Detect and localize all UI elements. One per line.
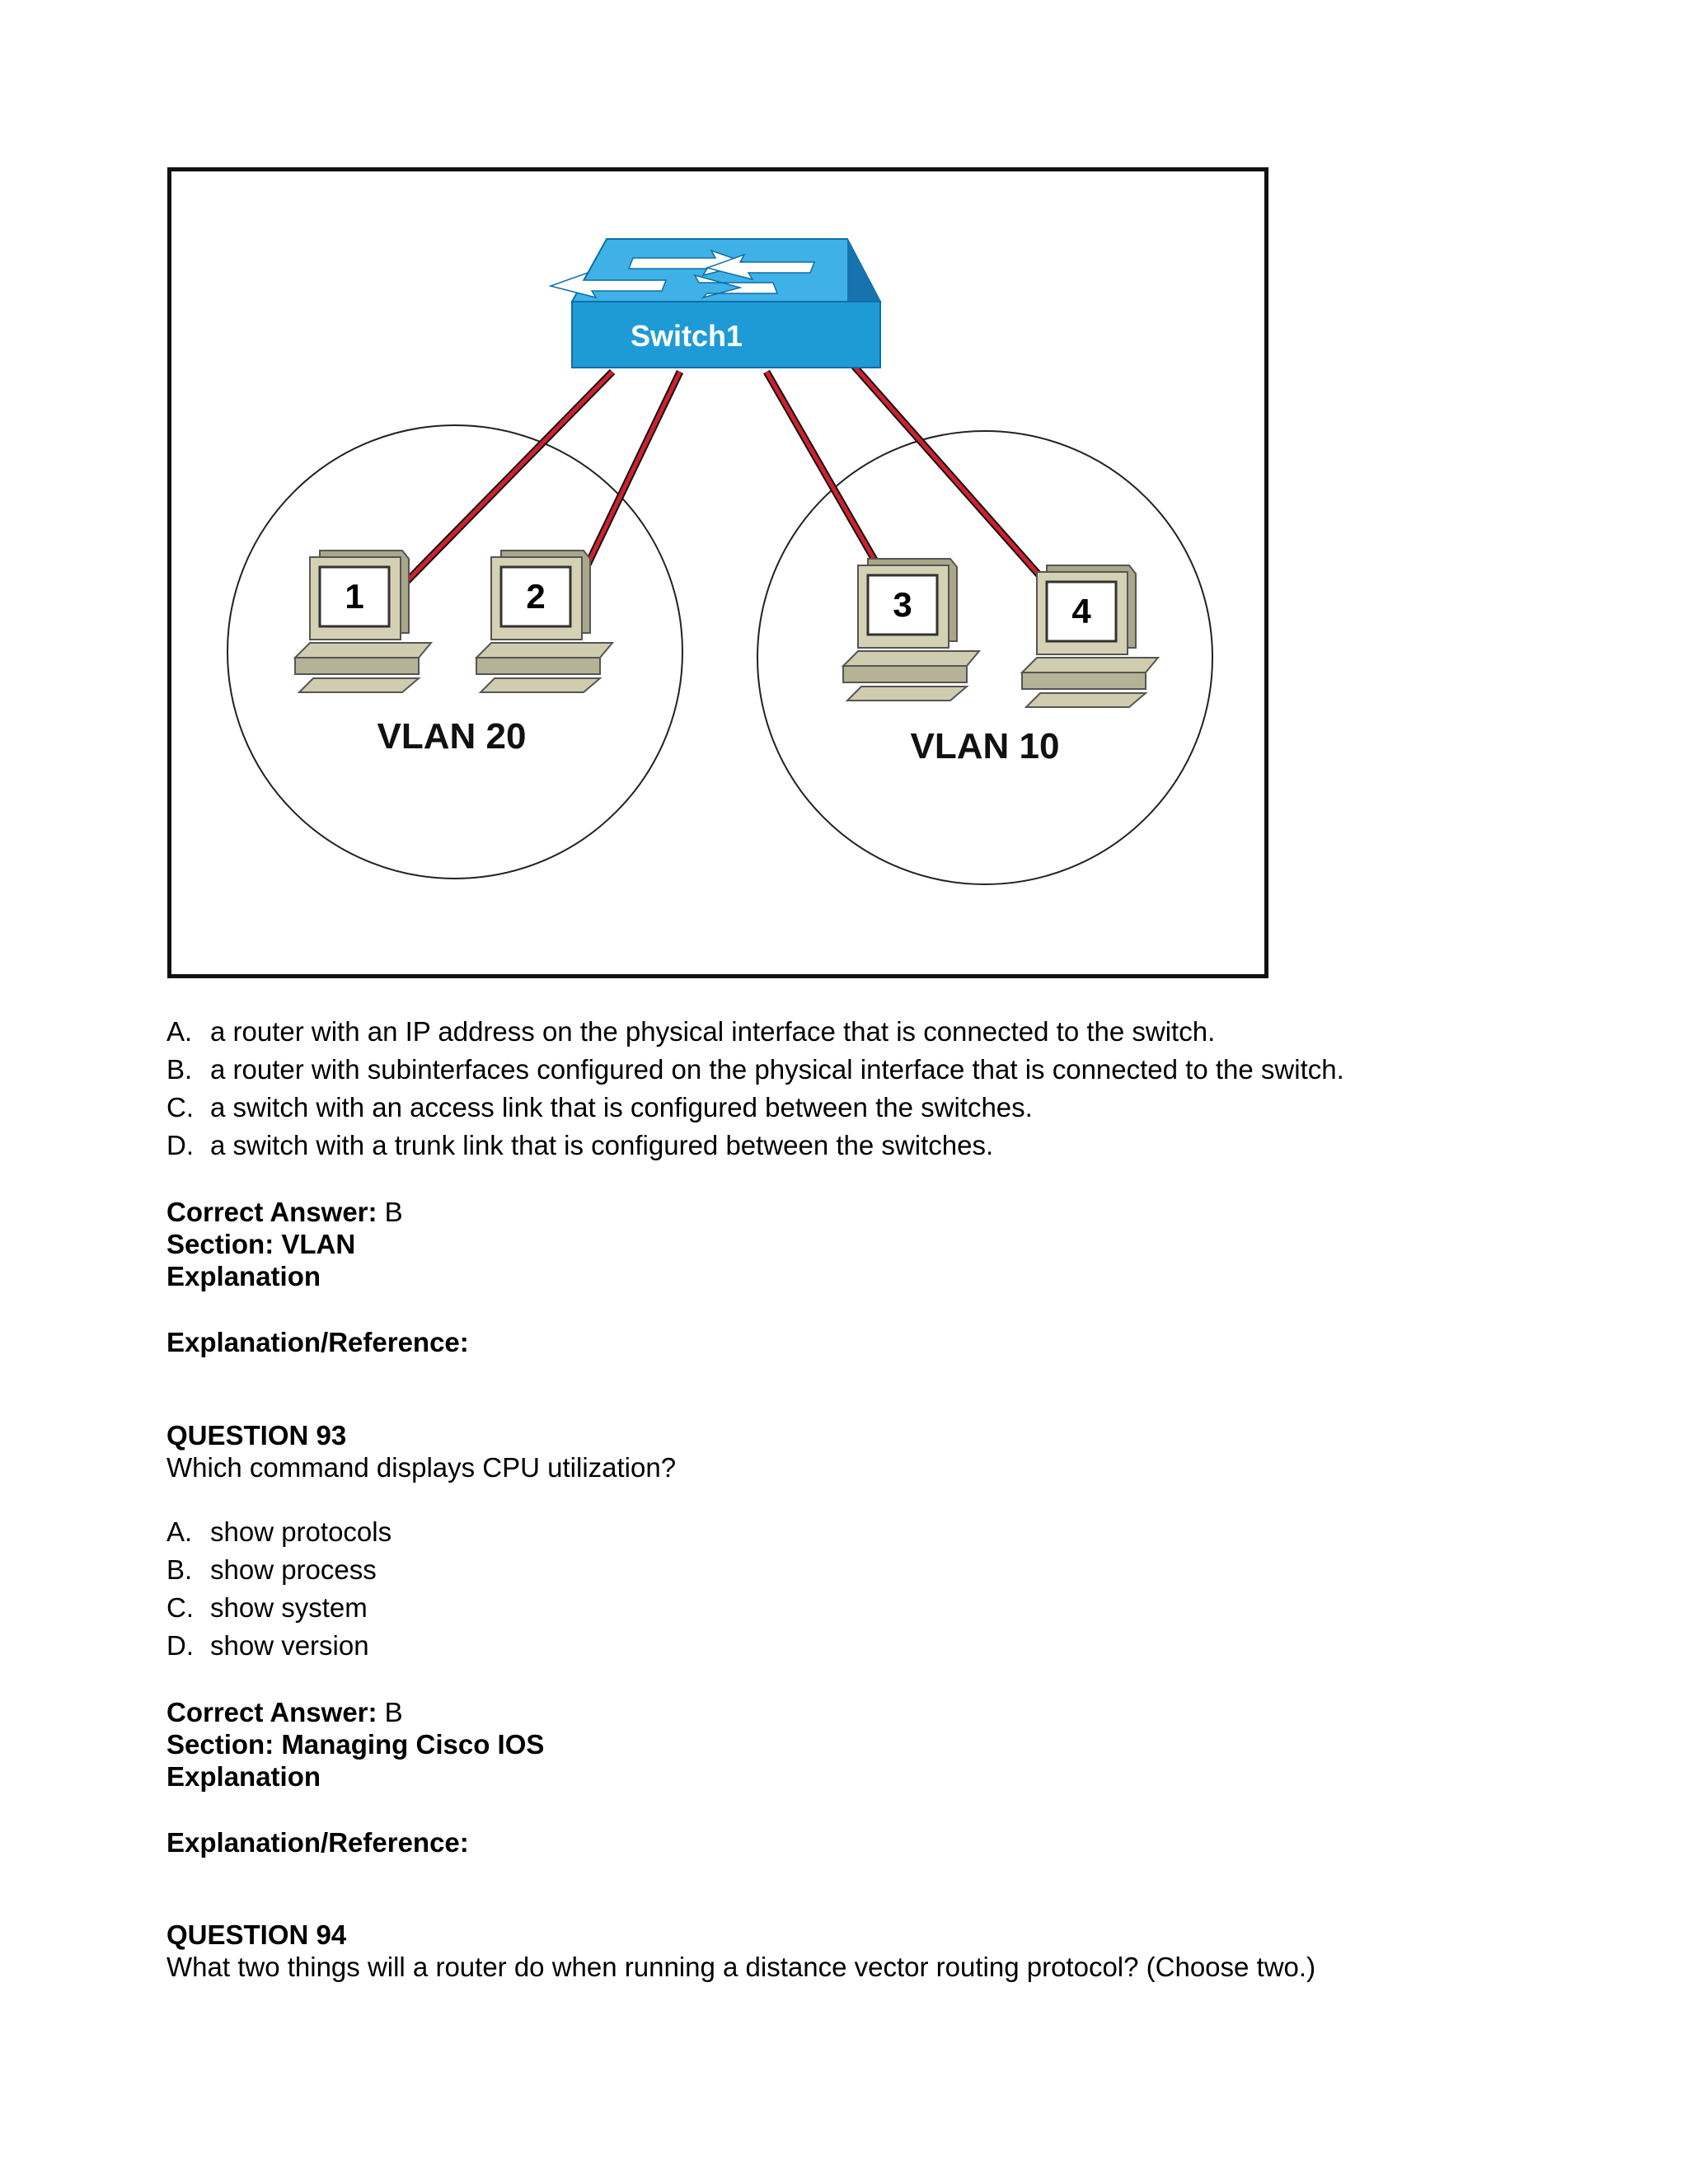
q92-reference: Explanation/Reference: [166,1324,469,1361]
host-3-icon: 3 [843,559,979,701]
q93-option-d: D. show version [166,1627,392,1665]
host-4-label: 4 [1071,592,1091,630]
host-1-icon: 1 [295,551,431,692]
q92-correct-answer: Correct Answer: B [166,1196,403,1228]
host-2-label: 2 [526,577,545,616]
q93-correct-answer: Correct Answer: B [166,1696,544,1728]
q93-header: QUESTION 93 Which command displays CPU u… [166,1419,676,1483]
network-diagram: Switch1 1 2 3 [167,167,1268,978]
vlan-10-label: VLAN 10 [911,726,1060,766]
q94-title: QUESTION 94 [166,1919,1315,1951]
q93-reference: Explanation/Reference: [166,1824,469,1862]
host-2-icon: 2 [476,551,612,692]
q93-section: Section: Managing Cisco IOS [166,1728,544,1760]
q93-title: QUESTION 93 [166,1419,676,1451]
q92-option-a: A. a router with an IP address on the ph… [166,1013,1344,1051]
q92-section: Section: VLAN [166,1228,403,1260]
links [405,344,1045,583]
q93-option-c: C. show system [166,1589,392,1627]
q94-question: What two things will a router do when ru… [166,1951,1315,1983]
host-1-label: 1 [345,577,363,616]
q92-option-d: D. a switch with a trunk link that is co… [166,1127,1344,1165]
vlan-20-circle [227,425,682,879]
diagram-canvas: Switch1 1 2 3 [171,171,1264,974]
q92-option-c: C. a switch with an access link that is … [166,1089,1344,1127]
q93-answer-block: Correct Answer: B Section: Managing Cisc… [166,1696,544,1793]
q92-answer-block: Correct Answer: B Section: VLAN Explanat… [166,1196,403,1292]
q93-question: Which command displays CPU utilization? [166,1451,676,1483]
switch-label: Switch1 [631,319,743,353]
q92-option-b: B. a router with subinterfaces configure… [166,1051,1344,1089]
q93-explanation: Explanation [166,1760,544,1793]
q93-options: A. show protocols B. show process C. sho… [166,1513,392,1665]
switch-icon: Switch1 [551,239,880,368]
host-3-label: 3 [893,585,912,624]
host-4-icon: 4 [1022,565,1158,707]
q93-option-a: A. show protocols [166,1513,392,1551]
vlan-20-label: VLAN 20 [377,716,527,757]
q94-header: QUESTION 94 What two things will a route… [166,1919,1315,1983]
q92-explanation: Explanation [166,1260,403,1292]
q92-options: A. a router with an IP address on the ph… [166,1013,1344,1165]
q93-option-b: B. show process [166,1551,392,1589]
